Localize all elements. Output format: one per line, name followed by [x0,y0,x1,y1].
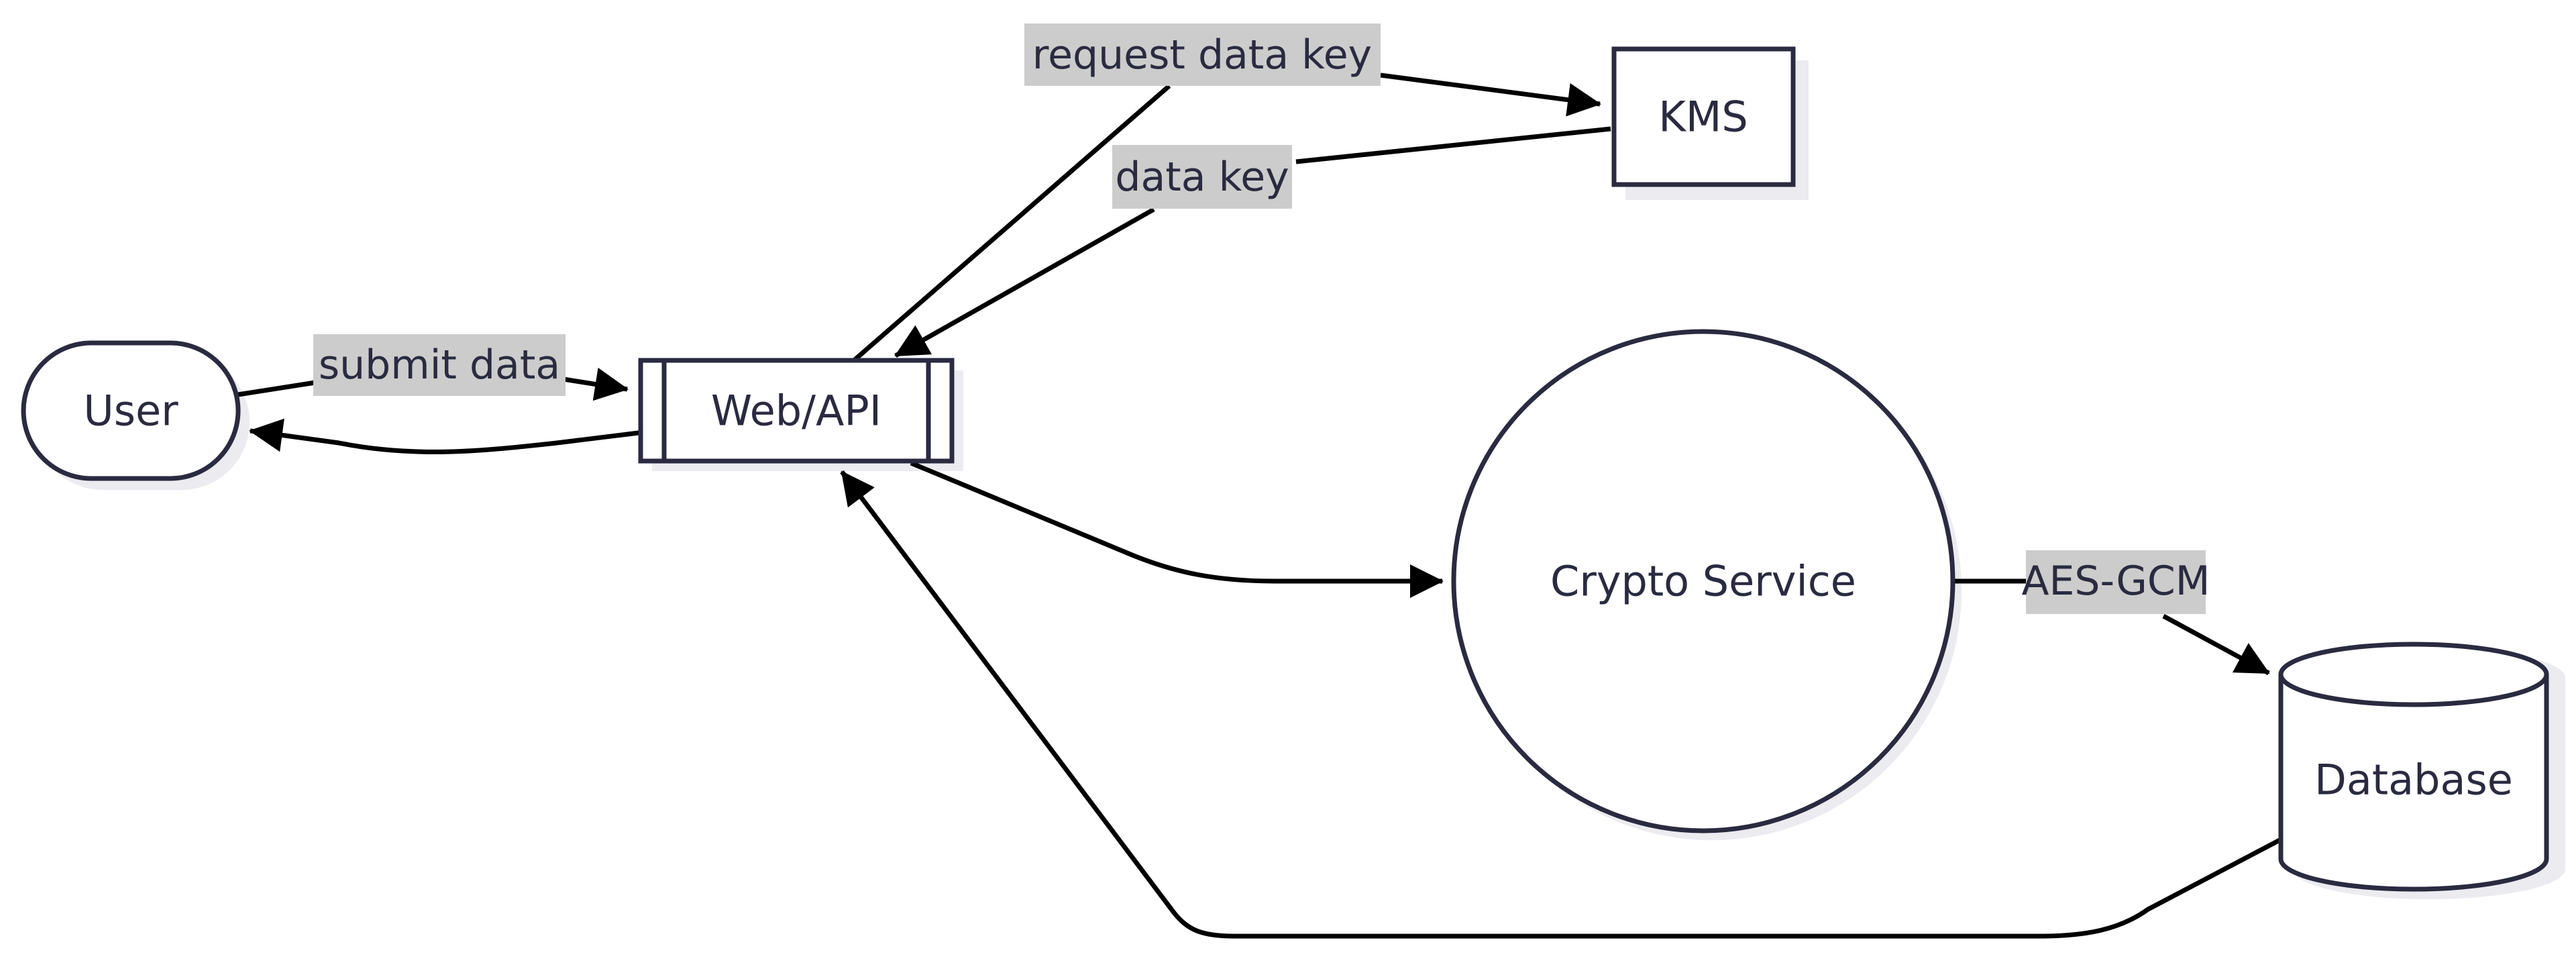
edge-api-to-user [249,418,639,454]
edge-label-data-key: data key [1112,145,1292,209]
svg-text:AES-GCM: AES-GCM [2021,558,2210,605]
edge-db-to-api [840,470,2281,939]
edge-labels: submit data request data key data key AE… [313,23,2210,614]
svg-text:submit data: submit data [319,342,560,389]
svg-text:Web/API: Web/API [711,387,881,436]
svg-text:KMS: KMS [1658,93,1748,142]
svg-text:data key: data key [1115,154,1289,201]
node-database: Database [2278,642,2549,892]
edges [237,75,2281,939]
edge-label-submit-data: submit data [313,334,566,396]
edge-request-data-key [852,75,1600,362]
node-web-api: Web/API [638,358,955,464]
node-kms: KMS [1611,46,1796,187]
edge-label-aes-gcm: AES-GCM [2021,550,2210,614]
svg-text:User: User [83,387,178,436]
node-shadows [35,60,2565,899]
node-user: User [21,340,241,481]
node-crypto-service: Crypto Service [1451,329,1955,833]
edge-data-key [896,126,1611,356]
svg-text:Database: Database [2314,756,2513,805]
edge-submit-data [237,379,627,395]
edge-aes-gcm [1952,578,2269,673]
edge-label-request-data-key: request data key [1024,23,1381,86]
svg-text:Crypto Service: Crypto Service [1550,557,1856,606]
svg-text:request data key: request data key [1032,32,1372,79]
edge-api-to-crypto [910,460,1444,598]
